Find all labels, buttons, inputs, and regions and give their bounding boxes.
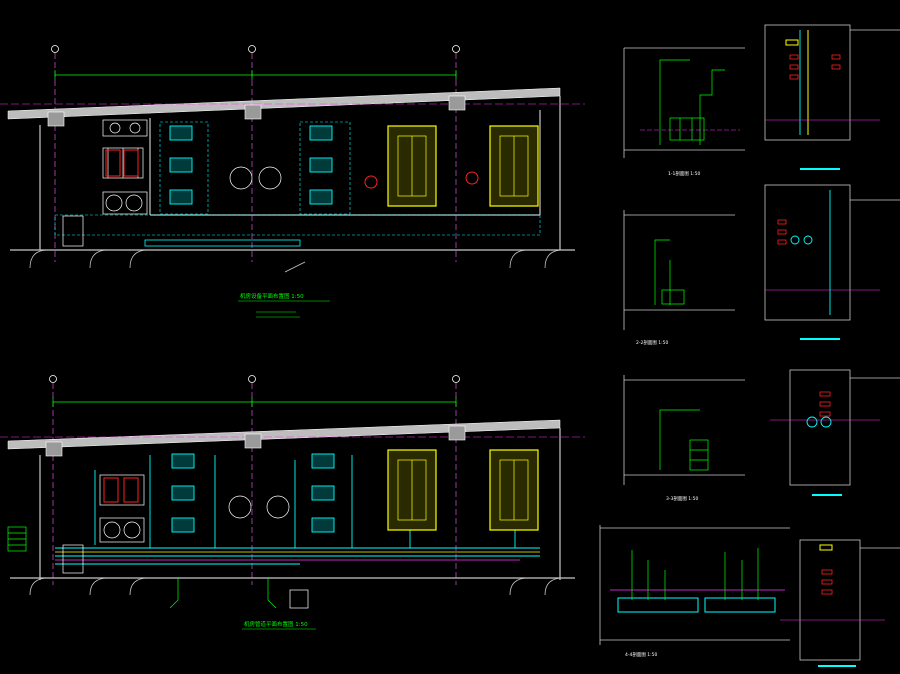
bottom-plan-title: 机房管道平面布置图 1:50: [244, 620, 308, 628]
section-4-4: 4-4剖面图 1:50: [599, 525, 790, 658]
bottom-floor-plan: 机房管道平面布置图 1:50: [0, 375, 585, 630]
top-floor-plan: 机房设备平面布置图 1:50: [0, 45, 585, 318]
section-3-title: 3-3剖面图 1:50: [666, 495, 699, 502]
top-plan-title: 机房设备平面布置图 1:50: [240, 292, 304, 300]
detail-panels-right: [764, 24, 900, 667]
section-3-3: 3-3剖面图 1:50: [623, 375, 745, 502]
section-4-title: 4-4剖面图 1:50: [625, 651, 658, 658]
section-2-title: 2-2剖面图 1:50: [636, 339, 669, 346]
section-1-1: 1-1剖面图 1:50: [623, 47, 745, 177]
section-2-2: 2-2剖面图 1:50: [623, 210, 735, 346]
section-1-title: 1-1剖面图 1:50: [668, 170, 701, 177]
